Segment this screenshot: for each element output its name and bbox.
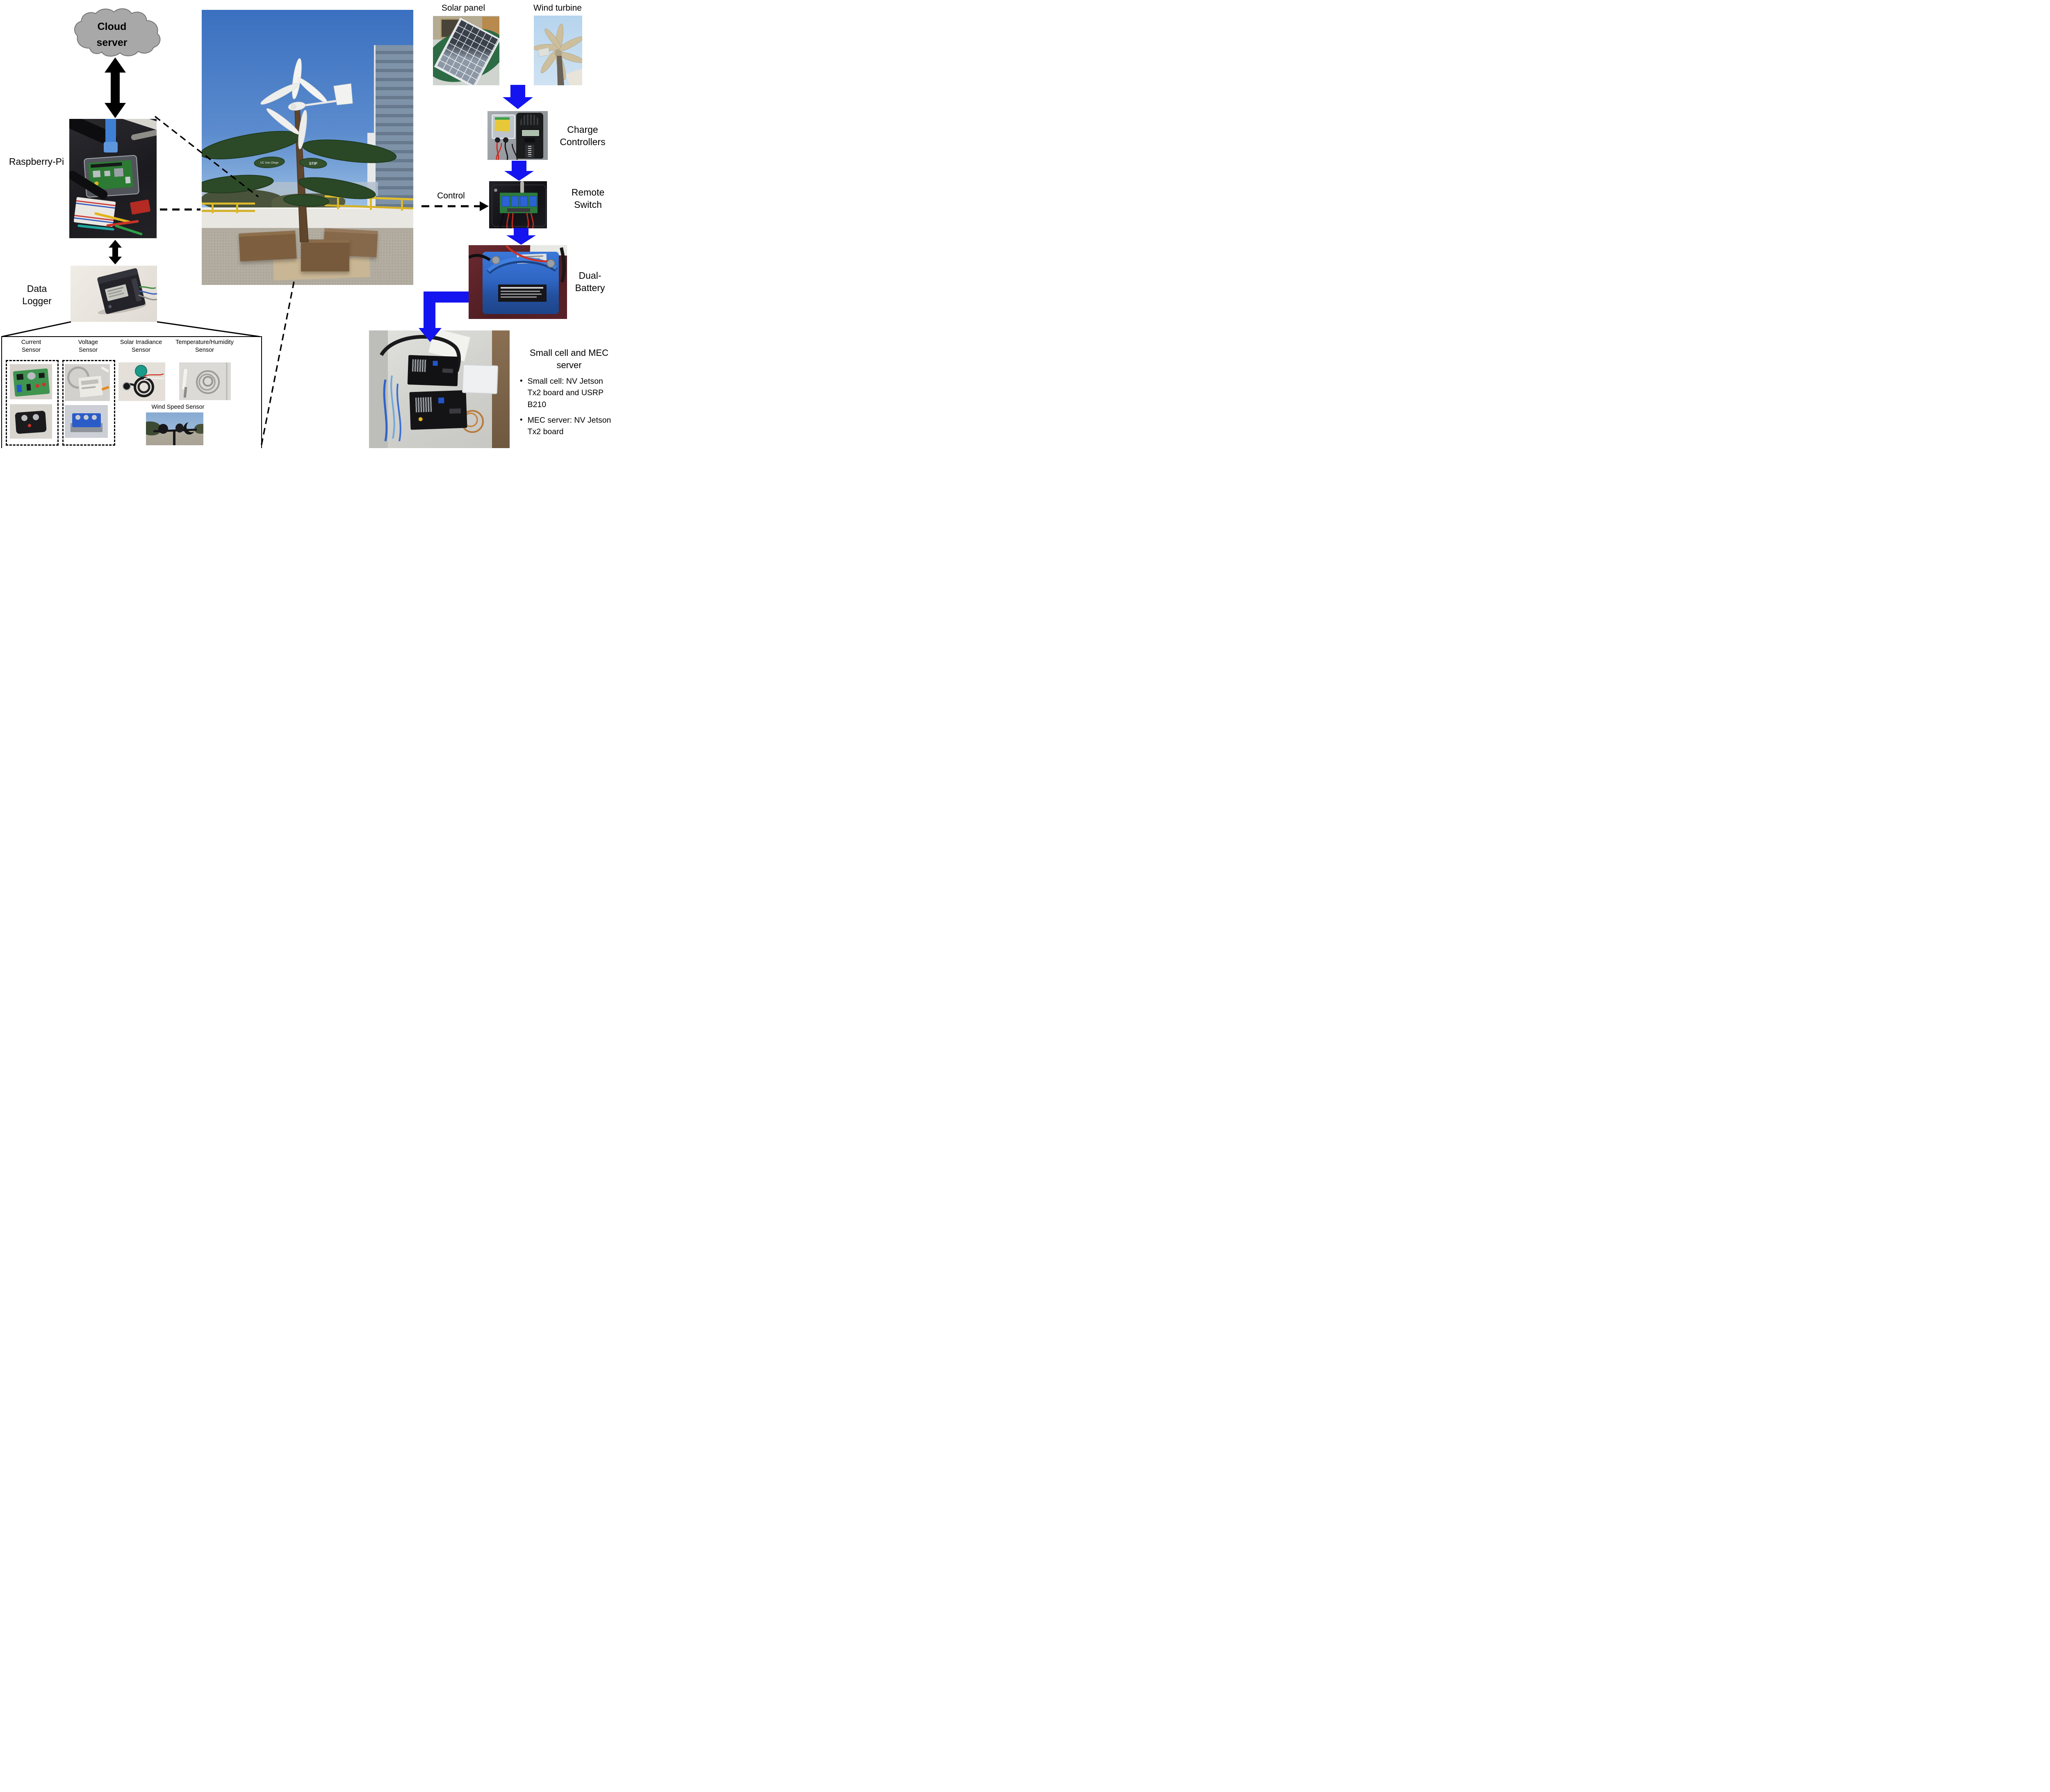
sign-ucsd-text: UC San Diego [260, 162, 279, 164]
current-sensor-dashed-box [6, 360, 59, 446]
wind-turbine-photo [534, 16, 582, 85]
current-sensor-label: Current Sensor [21, 339, 41, 353]
ethernet-cable [105, 119, 116, 145]
gray-cable-top [520, 181, 524, 194]
controller-wires [496, 142, 518, 160]
wind-speed-sensor-photo [146, 412, 203, 445]
solar-tree-graphic: UC San Diego STIP [202, 58, 397, 242]
gray-cable [130, 127, 157, 141]
bullet-small-cell-text: Small cell: NV Jetson Tx2 board and USRP… [527, 377, 604, 409]
jetson-board-2 [409, 390, 467, 430]
dual-battery-photo [469, 245, 567, 319]
bullet-small-cell: Small cell: NV Jetson Tx2 board and USRP… [520, 376, 613, 410]
solar-irradiance-sensor-label: Solar Irradiance Sensor [120, 339, 162, 353]
building-glass [374, 45, 413, 207]
temperature-humidity-sensor-label: Temperature/Humidity Sensor [175, 339, 234, 353]
jetson-board-1 [407, 355, 459, 387]
tree-turbine [260, 58, 353, 150]
relay-wires [499, 213, 534, 228]
railing-right [324, 195, 413, 213]
charge-controllers-photo [487, 111, 548, 160]
relay-3 [520, 196, 528, 207]
ethernet-plug [104, 142, 118, 153]
junction-box [462, 364, 499, 394]
current-sensor-photo-1 [10, 364, 52, 399]
dual-battery-label: Dual-Battery [575, 270, 605, 293]
figure-canvas: Cloud server Raspberry-Pi Data Logger [0, 0, 613, 448]
data-logger-photo [71, 266, 157, 322]
callout-line-left [2, 321, 71, 337]
callout-line-right [157, 321, 260, 337]
relay-2 [511, 196, 519, 207]
rpi-logger-double-arrow [109, 240, 122, 264]
jumper-wire-green [114, 224, 143, 236]
cloud-icon [74, 8, 161, 57]
relay-4 [529, 196, 537, 207]
data-logger-label: Data Logger [22, 283, 52, 306]
cloud-server-label: Cloud server [96, 21, 128, 48]
danger-label [498, 285, 547, 302]
controller-black [516, 113, 543, 159]
white-cable [118, 119, 157, 132]
wind-turbine-label: Wind turbine [533, 3, 582, 13]
control-arrowhead [480, 201, 489, 211]
voltage-sensor-dashed-box [62, 360, 115, 446]
blue-arrow-switch-to-battery [506, 228, 536, 245]
enclosure-rib [492, 184, 546, 227]
planter-front [301, 239, 349, 271]
cloud-server-node: Cloud server [73, 8, 164, 58]
terminal-right [547, 259, 555, 268]
terminal-left [492, 256, 500, 264]
dashed-tree-sensorbox-diagonal [260, 281, 295, 447]
relay-1 [502, 196, 510, 207]
bullet-mec-server-text: MEC server: NV Jetson Tx2 board [527, 415, 611, 437]
railing-left [202, 202, 255, 216]
small-cell-bullet-list: Small cell: NV Jetson Tx2 board and USRP… [520, 376, 613, 442]
cloud-rpi-double-arrow [105, 57, 126, 118]
bullet-mec-server: MEC server: NV Jetson Tx2 board [520, 414, 613, 438]
battery-strap-and-cable [469, 245, 566, 283]
solar-panel-label: Solar panel [441, 3, 485, 13]
blue-arrow-panels-to-charge [503, 85, 533, 109]
remote-switch-label: Remote Switch [571, 187, 605, 210]
cable-gland-2 [503, 137, 508, 143]
temperature-humidity-sensor-photo [179, 362, 231, 400]
raspberry-pi-label: Raspberry-Pi [9, 156, 64, 167]
current-sensor-photo-2 [10, 404, 52, 439]
sign-stip-text: STIP [309, 162, 317, 166]
solar-tree-photo: UC San Diego STIP [202, 10, 413, 285]
small-cell-heading: Small cell and MEC server [530, 348, 608, 370]
small-red-board [130, 199, 151, 215]
terminal-strip [507, 208, 530, 212]
blue-arrow-charge-to-switch [504, 161, 534, 181]
control-label: Control [437, 191, 465, 200]
small-cell-mec-photo [369, 330, 510, 448]
charge-controllers-label: Charge Controllers [560, 124, 606, 147]
voltage-sensor-photo-2 [65, 405, 108, 438]
cable-gland-1 [495, 137, 500, 143]
voltage-sensor-label: Voltage Sensor [78, 339, 98, 353]
wind-speed-sensor-label: Wind Speed Sensor [151, 404, 205, 410]
voltage-sensor-photo-1 [65, 364, 110, 401]
raspberry-pi-photo [69, 119, 157, 238]
remote-switch-photo [489, 181, 547, 228]
logger-wires [138, 286, 157, 301]
screw [494, 189, 497, 192]
solar-irradiance-sensor-photo [118, 362, 165, 401]
solar-panel-photo [433, 16, 499, 85]
